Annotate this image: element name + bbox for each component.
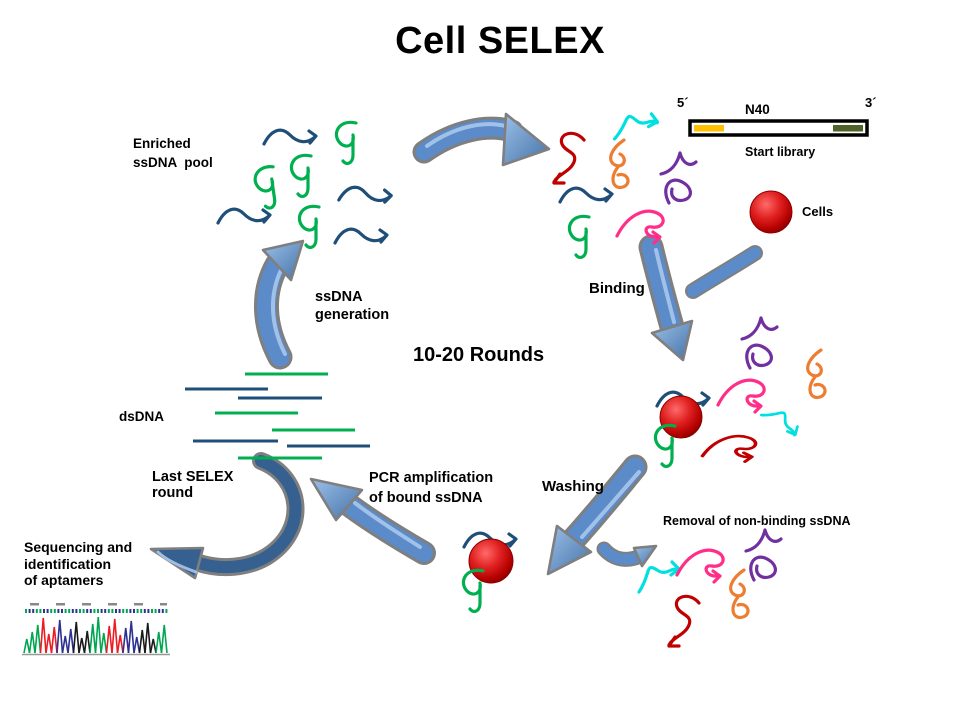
- aptamer-squiggle: [637, 560, 681, 594]
- aptamer-squiggle: [262, 128, 318, 146]
- label-pcr-amplification: PCR amplification of bound ssDNA: [369, 470, 494, 506]
- arrow-last-selex-to-sequencing: [149, 452, 305, 580]
- arrow-binding: [638, 234, 763, 362]
- aptamer-squiggle: [716, 378, 766, 414]
- aptamer-squiggle: [759, 400, 802, 446]
- aptamer-pool-start-library: [552, 107, 698, 260]
- label-enriched-pool: Enriched ssDNA pool: [133, 136, 213, 170]
- aptamer-squiggle: [700, 434, 758, 464]
- aptamer-squiggle: [251, 164, 281, 212]
- library-bar: [688, 119, 869, 137]
- label-5-prime: 5´: [677, 95, 689, 110]
- aptamer-pool-enriched: [216, 120, 394, 250]
- chromatogram-trace: [23, 616, 168, 654]
- binding-cluster: [653, 316, 827, 469]
- label-sequencing: Sequencing and identification of aptamer…: [24, 539, 133, 589]
- label-binding: Binding: [589, 280, 645, 297]
- aptamer-squiggle: [615, 209, 665, 245]
- dsdna-strands: [185, 372, 370, 460]
- label-ssdna-generation: ssDNA generation: [315, 289, 390, 323]
- aptamer-squiggle: [744, 528, 783, 582]
- label-dsdna: dsDNA: [119, 409, 165, 424]
- library-primer-left: [694, 125, 724, 132]
- cell-sphere: [749, 190, 793, 234]
- aptamer-squiggle: [333, 227, 389, 245]
- cell-sphere: [468, 538, 514, 584]
- aptamer-squiggle: [612, 107, 660, 147]
- aptamer-squiggle: [659, 151, 698, 205]
- page-title: Cell SELEX: [395, 20, 605, 62]
- label-n40: N40: [745, 102, 770, 117]
- chromatogram-base-calls: [25, 609, 168, 613]
- aptamer-pool-removed: [637, 528, 783, 648]
- label-cells: Cells: [802, 204, 834, 219]
- aptamer-squiggle: [289, 153, 313, 199]
- aptamer-squiggle: [740, 316, 779, 370]
- label-start-library: Start library: [745, 145, 816, 159]
- arrow-ssdna-generation: [253, 239, 305, 370]
- label-removal-non-binding: Removal of non-binding ssDNA: [663, 514, 851, 528]
- washed-cell-cluster: [461, 531, 518, 614]
- aptamer-squiggle: [558, 186, 614, 204]
- label-3-prime: 3´: [865, 95, 877, 110]
- library-primer-right: [833, 125, 863, 132]
- aptamer-squiggle: [675, 548, 725, 584]
- arrow-pcr: [309, 477, 436, 565]
- arrow-enriched-to-library: [412, 112, 551, 167]
- aptamer-squiggle: [337, 184, 394, 206]
- aptamer-squiggle: [334, 120, 358, 166]
- aptamer-squiggle: [552, 131, 586, 185]
- aptamer-squiggle: [806, 348, 827, 400]
- aptamer-squiggle: [667, 594, 701, 648]
- aptamer-squiggle: [216, 207, 272, 225]
- chromatogram: [22, 602, 170, 658]
- aptamer-squiggle: [567, 214, 591, 260]
- cell-sphere: [659, 395, 703, 439]
- label-last-selex-round: Last SELEX round: [152, 469, 234, 502]
- label-rounds: 10-20 Rounds: [413, 344, 545, 366]
- label-washing: Washing: [542, 478, 604, 495]
- arrow-washing: [546, 454, 658, 576]
- aptamer-squiggle: [609, 138, 630, 190]
- aptamer-squiggle: [729, 568, 750, 620]
